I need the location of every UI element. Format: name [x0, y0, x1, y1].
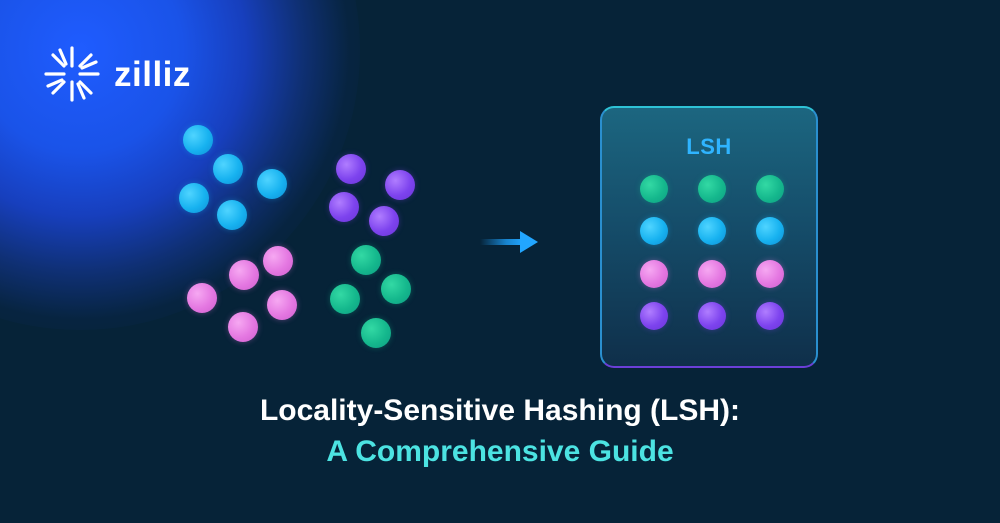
grid-dot-green: [698, 175, 726, 203]
grid-dot-purple: [698, 302, 726, 330]
scatter-dot-blue: [213, 154, 243, 184]
scatter-dot-green: [361, 318, 391, 348]
scatter-dot-blue: [257, 169, 287, 199]
scatter-dot-blue: [217, 200, 247, 230]
scatter-dot-green: [381, 274, 411, 304]
grid-dot-pink: [640, 260, 668, 288]
scatter-dot-pink: [267, 290, 297, 320]
scatter-dot-purple: [369, 206, 399, 236]
panel-title: LSH: [686, 134, 732, 159]
brand-name: zilliz: [114, 54, 191, 94]
scatter-dot-blue: [183, 125, 213, 155]
scatter-dot-blue: [179, 183, 209, 213]
arrow-right-icon: [480, 231, 538, 253]
headline-subtitle: A Comprehensive Guide: [326, 435, 674, 468]
starburst-logo-icon: [44, 46, 100, 102]
lsh-bucket-panel: LSH: [600, 106, 818, 368]
grid-dot-purple: [756, 302, 784, 330]
scatter-dot-pink: [229, 260, 259, 290]
grid-dot-green: [756, 175, 784, 203]
grid-dot-blue: [756, 217, 784, 245]
scatter-dot-green: [330, 284, 360, 314]
scatter-dot-purple: [329, 192, 359, 222]
grid-dot-pink: [756, 260, 784, 288]
grid-dot-blue: [640, 217, 668, 245]
grid-dot-green: [640, 175, 668, 203]
scatter-dot-purple: [385, 170, 415, 200]
grid-dot-blue: [698, 217, 726, 245]
scatter-dot-green: [351, 245, 381, 275]
scatter-dot-pink: [228, 312, 258, 342]
scatter-dot-pink: [263, 246, 293, 276]
grid-dot-purple: [640, 302, 668, 330]
scatter-dot-pink: [187, 283, 217, 313]
scatter-dot-purple: [336, 154, 366, 184]
brand-logo[interactable]: zilliz: [42, 44, 191, 104]
headline-title: Locality-Sensitive Hashing (LSH):: [259, 394, 741, 427]
grid-dot-pink: [698, 260, 726, 288]
